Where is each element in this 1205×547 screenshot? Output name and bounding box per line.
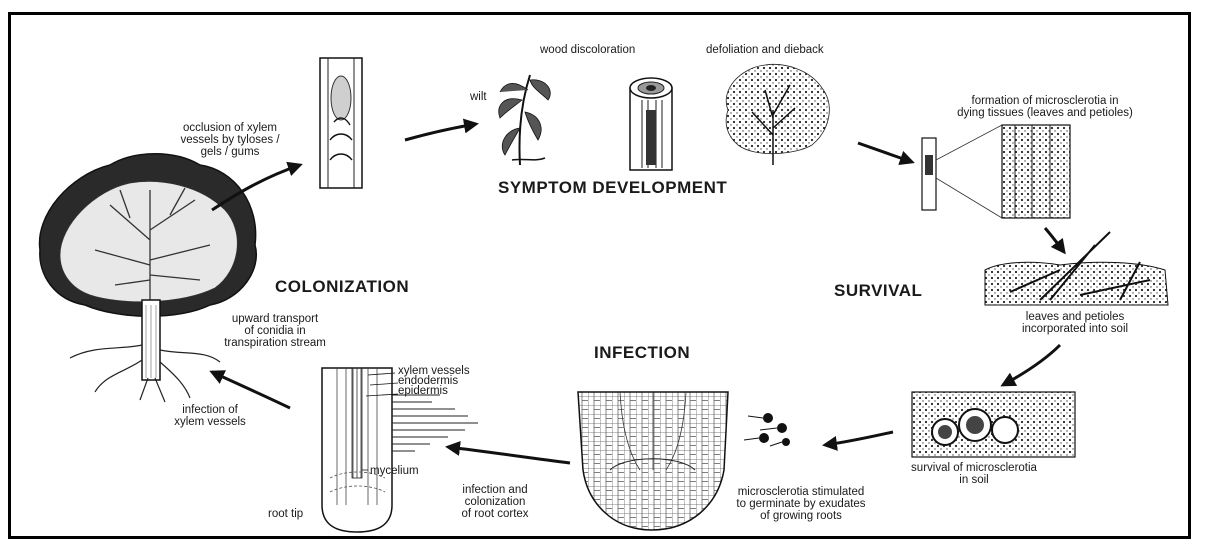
dieback-tree-icon xyxy=(726,64,829,165)
microsclerotia-icon xyxy=(912,392,1075,457)
label-upward-transport: upward transport of conidia in transpira… xyxy=(190,313,360,349)
label-infection-colonization: infection and colonization of root corte… xyxy=(440,484,550,520)
label-occlusion: occlusion of xylem vessels by tyloses / … xyxy=(150,122,310,158)
label-wilt: wilt xyxy=(470,91,487,103)
label-mycelium: mycelium xyxy=(370,465,419,477)
arrow-symptom-to-formation xyxy=(858,143,912,162)
label-formation-microsclerotia: formation of microsclerotia in dying tis… xyxy=(895,95,1195,119)
wood-stem-icon xyxy=(630,78,672,170)
label-survival-microsclerotia: survival of microsclerotia in soil xyxy=(884,462,1064,486)
arrow-survival-to-soil xyxy=(1003,345,1060,385)
xylem-vessel-icon xyxy=(320,58,362,188)
stage-infection: INFECTION xyxy=(594,344,690,362)
soil-debris-icon xyxy=(985,232,1168,305)
label-wood-discoloration: wood discoloration xyxy=(540,44,635,56)
label-epidermis: epidermis xyxy=(398,385,448,397)
stage-survival: SURVIVAL xyxy=(834,282,922,300)
wilted-plant-icon xyxy=(499,75,551,165)
arrow-formation-to-survival xyxy=(1045,228,1064,252)
arrow-root-to-tree xyxy=(212,372,290,408)
label-infection-xylem: infection of xylem vessels xyxy=(150,404,270,428)
stem-section-icon xyxy=(922,125,1070,218)
label-defoliation-dieback: defoliation and dieback xyxy=(706,44,824,56)
arrow-xylem-to-symptom xyxy=(405,124,476,140)
label-leaves-incorporated: leaves and petioles incorporated into so… xyxy=(985,311,1165,335)
arrow-infection-to-root xyxy=(448,447,570,463)
arrow-soil-to-germination xyxy=(825,432,893,445)
germinating-sclerotia-icon xyxy=(744,413,790,446)
tree-icon xyxy=(40,154,257,402)
stage-symptom-development: SYMPTOM DEVELOPMENT xyxy=(498,179,727,197)
stage-colonization: COLONIZATION xyxy=(275,278,409,296)
label-microsclerotia-stimulated: microsclerotia stimulated to germinate b… xyxy=(706,486,896,522)
label-root-tip: root tip xyxy=(268,508,303,520)
